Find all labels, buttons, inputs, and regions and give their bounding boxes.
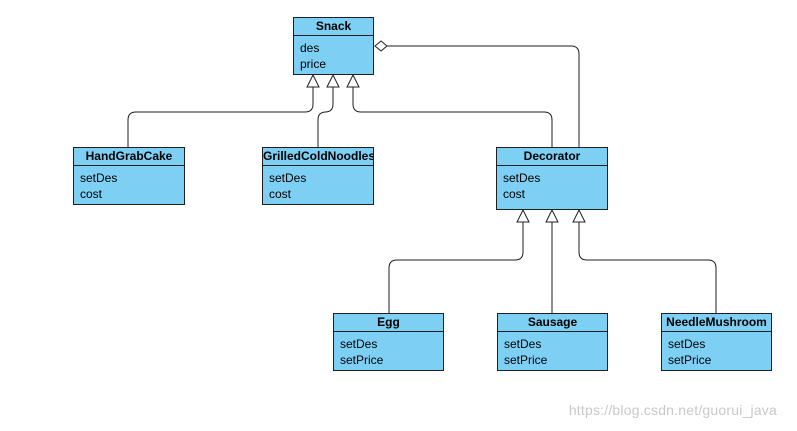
class-attributes: setDes setPrice: [334, 332, 443, 368]
class-egg[interactable]: Egg setDes setPrice: [333, 313, 444, 371]
inheritance-arrowhead: [306, 73, 320, 88]
class-attribute: setDes: [503, 171, 541, 185]
class-attribute: cost: [80, 187, 103, 201]
class-attribute: setDes: [80, 171, 118, 185]
class-attribute: setDes: [340, 337, 378, 351]
inheritance-arrowhead: [545, 208, 559, 223]
class-attributes: setDes cost: [74, 166, 184, 202]
class-attribute: des: [300, 41, 320, 55]
inheritance-arrowhead: [326, 73, 340, 88]
class-attribute: setPrice: [668, 353, 712, 367]
class-snack[interactable]: Snack des price: [293, 17, 374, 75]
inheritance-arrowhead: [516, 208, 530, 223]
class-grilledcoldnoodles[interactable]: GrilledColdNoodles setDes cost: [262, 147, 374, 205]
inheritance-line-handgrabcake-snack: [127, 86, 314, 147]
class-attributes: des price: [294, 36, 373, 72]
inheritance-arrowhead: [346, 73, 360, 88]
inheritance-line-grilledcoldnoodles-snack: [317, 86, 334, 147]
aggregation-line-decorator-snack: [387, 45, 580, 147]
inheritance-line-decorator-snack: [352, 86, 553, 147]
class-name: Sausage: [498, 314, 607, 332]
class-attribute: cost: [503, 187, 526, 201]
class-attribute: setDes: [668, 337, 706, 351]
watermark: https://blog.csdn.net/guorui_java: [568, 402, 777, 418]
aggregation-diamond: [374, 40, 388, 52]
class-name: NeedleMushroom: [662, 314, 771, 332]
class-sausage[interactable]: Sausage setDes setPrice: [497, 313, 608, 371]
class-attribute: setPrice: [340, 353, 384, 367]
class-name: Snack: [294, 18, 373, 36]
class-name: GrilledColdNoodles: [263, 148, 373, 166]
class-decorator[interactable]: Decorator setDes cost: [496, 147, 608, 210]
class-name: Egg: [334, 314, 443, 332]
class-attributes: setDes cost: [497, 166, 607, 202]
class-name: HandGrabCake: [74, 148, 184, 166]
class-attributes: setDes cost: [263, 166, 373, 202]
class-needlemushroom[interactable]: NeedleMushroom setDes setPrice: [661, 313, 772, 371]
class-name: Decorator: [497, 148, 607, 166]
class-attribute: price: [300, 57, 327, 71]
inheritance-line-needlemushroom-decorator: [578, 221, 717, 313]
class-attribute: setDes: [504, 337, 542, 351]
class-attributes: setDes setPrice: [498, 332, 607, 368]
inheritance-arrowhead: [572, 208, 586, 223]
class-attribute: setDes: [269, 171, 307, 185]
class-attribute: cost: [269, 187, 292, 201]
class-attribute: setPrice: [504, 353, 548, 367]
class-handgrabcake[interactable]: HandGrabCake setDes cost: [73, 147, 185, 205]
inheritance-line-egg-decorator: [388, 221, 524, 313]
class-attributes: setDes setPrice: [662, 332, 771, 368]
